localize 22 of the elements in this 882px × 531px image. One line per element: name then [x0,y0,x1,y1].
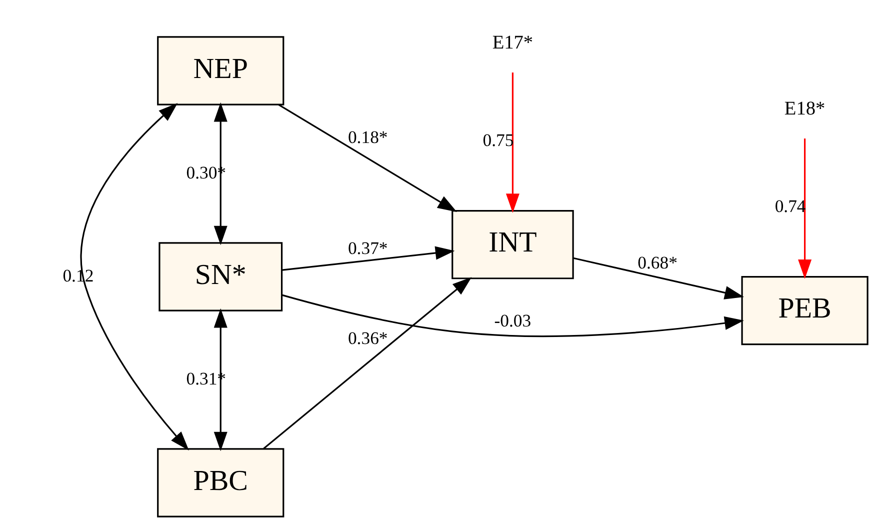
node-box: PEB [740,276,868,346]
arrow [213,308,227,452]
edge-label: 0.68* [637,252,677,272]
arrow [281,294,744,338]
node-box: PBC [156,448,284,518]
node-box: SN* [158,242,282,312]
edge-label: 0.36* [347,328,388,348]
arrow [262,277,472,450]
arrow [80,102,188,450]
arrow [213,102,227,246]
edge-label: -0.03 [494,310,531,330]
edge-label: 0.18* [347,126,388,147]
node-box: NEP [156,36,284,106]
node-box: INT [451,210,574,280]
node-text: E18* [784,98,825,120]
edge-label: 0.37* [347,238,388,258]
arrow [278,104,456,212]
arrow [282,246,454,271]
arrow [572,257,744,300]
arrow [505,72,519,213]
node-text: E17* [492,32,533,54]
arrow [798,138,812,279]
